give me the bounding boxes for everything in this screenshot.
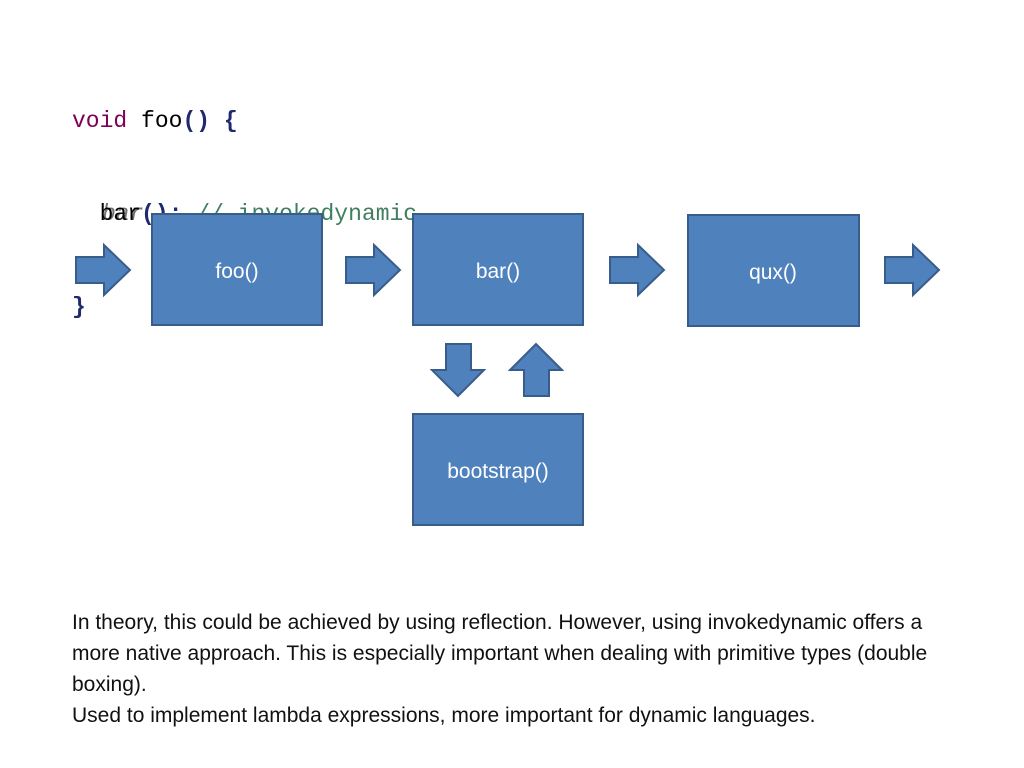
box-bar <box>412 213 584 326</box>
description-paragraph: Used to implement lambda expressions, mo… <box>72 704 816 727</box>
method-name-foo: foo <box>141 108 183 134</box>
box-bootstrap <box>412 413 584 526</box>
arrow-up-icon <box>507 342 565 397</box>
code-line-1: void foo() { <box>72 106 417 137</box>
method-call-bar: bar <box>99 201 142 227</box>
box-label-bootstrap: bootstrap() <box>447 460 549 483</box>
arrow-right-icon <box>345 242 402 298</box>
description-text: In theory, this could be achieved by usi… <box>72 607 972 731</box>
arrow-right-icon <box>75 242 132 298</box>
close-brace: } <box>72 294 86 320</box>
box-foo <box>151 213 323 326</box>
open-brace: { <box>223 108 238 134</box>
box-label-foo: foo() <box>215 260 258 283</box>
box-label-bar: bar() <box>476 260 520 283</box>
box-label-qux: qux() <box>749 261 797 284</box>
parens: () <box>182 108 211 134</box>
keyword-void: void <box>72 108 128 134</box>
arrow-right-icon <box>609 242 666 298</box>
box-qux <box>687 214 860 327</box>
ghost-text: bar <box>102 201 144 227</box>
description-paragraph: In theory, this could be achieved by usi… <box>72 611 928 696</box>
arrow-right-icon <box>884 242 941 298</box>
arrow-down-icon <box>429 343 487 398</box>
code-line-3: } <box>72 292 417 323</box>
